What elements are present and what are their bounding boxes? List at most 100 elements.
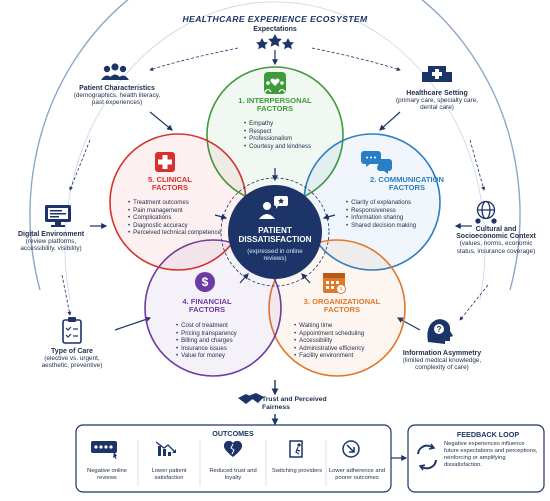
list-item: Clarity of explanations [346,199,438,207]
list-item: Professionalism [244,135,334,143]
trust-label: Trust and Perceived Fairness [262,396,327,411]
calendar-icon [323,273,346,294]
digital-environment-detail: (review platforms, accessibility, visibi… [20,238,82,253]
cycle-arrows-icon [417,443,437,471]
dashed-arrow-right-low [459,284,489,321]
type-of-care-title: Type of Care [51,348,93,355]
outcome-lower-satisfaction: Lower patient satisfaction [151,468,187,481]
cultural-context-detail: (values, norms, economic status, insuran… [456,240,536,255]
list-item: Information sharing [346,214,438,222]
svg-text:$: $ [202,275,209,289]
information-asymmetry-detail: (limited medical knowledge, complexity o… [402,357,482,372]
healthcare-setting-detail: (primary care, specialty care, dental ca… [395,97,479,112]
list-item: Treatment outcomes [128,199,228,207]
communication-title: 2. COMMUNICATION FACTORS [369,175,445,193]
feedback-loop-panel [407,424,545,493]
center-title: PATIENT DISSATISFACTION [238,226,312,245]
healthcare-setting-title: Healthcare Setting [406,90,468,97]
feedback-loop-text: Negative experiences influence future ex… [444,441,538,468]
exit-door-icon [289,440,303,458]
medical-cross-icon [155,152,175,172]
ecosystem-arc-inner [64,1,486,301]
dashed-arrow-left-mid [69,139,91,191]
list-item: Appointment scheduling [294,330,394,338]
list-item: Perceived technical competence [128,229,228,237]
arrow-info-in [396,317,421,331]
list-item: Complications [128,214,228,222]
dashed-arrow-expectations-right [311,47,401,71]
arrow-organizational-center [301,273,311,284]
center-dashed-ring [220,177,330,287]
clinical-title: 5. CLINICAL FACTORS [148,175,192,193]
communication-list: Clarity of explanations Responsiveness I… [346,199,438,229]
outcome-reduced-trust: Reduced trust and loyalty [209,468,257,481]
monitor-icon [45,205,71,227]
list-item: Facility environment [294,352,394,360]
type-of-care-detail: (elective vs. urgent, aesthetic, prevent… [41,355,103,370]
list-item: Shared decision making [346,222,438,230]
organizational-title: 3. ORGANIZATIONAL FACTORS [303,297,381,315]
expectations-title: Expectations [253,26,297,33]
organizational-list: Waiting time Appointment scheduling Acce… [294,322,394,360]
financial-title: 4. FINANCIAL FACTORS [182,297,232,315]
list-item: Pain management [128,207,228,215]
center-subtitle: (expressed in online reviews) [247,248,303,263]
arrow-communication-center [322,213,336,220]
patient-characteristics-title: Patient Characteristics [79,85,155,92]
outcome-lower-adherence: Lower adherence and poorer outcomes [328,468,386,481]
interpersonal-list: Empathy Respect Professionalism Courtesy… [244,120,334,150]
clinical-list: Treatment outcomes Pain management Compl… [128,199,228,237]
declining-chart-icon [155,441,176,456]
center-circle [228,185,322,279]
cultural-context-node: Cultural and Socioeconomic Context (valu… [450,226,542,255]
globe-people-icon [475,200,497,224]
dashed-arrow-right-mid [469,139,486,191]
svg-text:?: ? [437,325,442,334]
information-asymmetry-node: Information Asymmetry (limited medical k… [402,350,482,372]
list-item: Cost of treatment [176,322,256,330]
expectations-node: Expectations [225,26,325,33]
healthcare-setting-node: Healthcare Setting (primary care, specia… [388,90,486,112]
list-item: Responsiveness [346,207,438,215]
head-question-icon: ? [427,319,453,344]
interpersonal-title: 1. INTERPERSONAL FACTORS [238,96,312,114]
list-item: Pricing transparency [176,330,256,338]
patient-characteristics-node: Patient Characteristics (demographics, h… [70,85,164,107]
list-item: Administrative efficiency [294,345,394,353]
list-item: Courtesy and kindness [244,143,334,151]
patient-characteristics-detail: (demographics, health literacy, past exp… [73,92,161,107]
interpersonal-icon [264,72,286,94]
downward-arrow-icon [342,440,360,458]
arrow-setting-in [379,111,401,131]
people-icon [101,63,129,80]
list-item: Respect [244,128,334,136]
clipboard-icon [62,317,82,344]
digital-environment-title: Digital Environment [17,231,85,238]
feedback-loop-title: FEEDBACK LOOP [456,430,520,439]
dollar-icon: $ [195,272,215,292]
cultural-context-title: Cultural and Socioeconomic Context [456,226,536,241]
arrow-financial-center [239,273,249,284]
ecosystem-arc [29,0,521,291]
outcome-switching-providers: Switching providers [271,468,323,474]
list-item: Accessibility [294,337,394,345]
digital-environment-node: Digital Environment (review platforms, a… [14,231,88,253]
handshake-icon [238,393,264,404]
outcomes-title: OUTCOMES [212,429,254,438]
arrow-type-in [114,316,152,331]
hospital-icon [422,66,452,82]
dashed-arrow-left-low [61,274,72,316]
diagram-title: HEALTHCARE EXPERIENCE ECOSYSTEM [182,14,368,24]
list-item: Empathy [244,120,334,128]
patient-review-icon [259,196,288,219]
list-item: Billing and charges [176,337,256,345]
speech-bubbles-icon [361,151,392,174]
dashed-arrow-expectations-left [149,47,239,71]
broken-heart-icon [223,440,243,457]
arrow-patient-in [149,111,173,131]
star-rating-icon [91,441,117,459]
information-asymmetry-title: Information Asymmetry [402,350,482,357]
list-item: Value for money [176,352,256,360]
list-item: Waiting time [294,322,394,330]
